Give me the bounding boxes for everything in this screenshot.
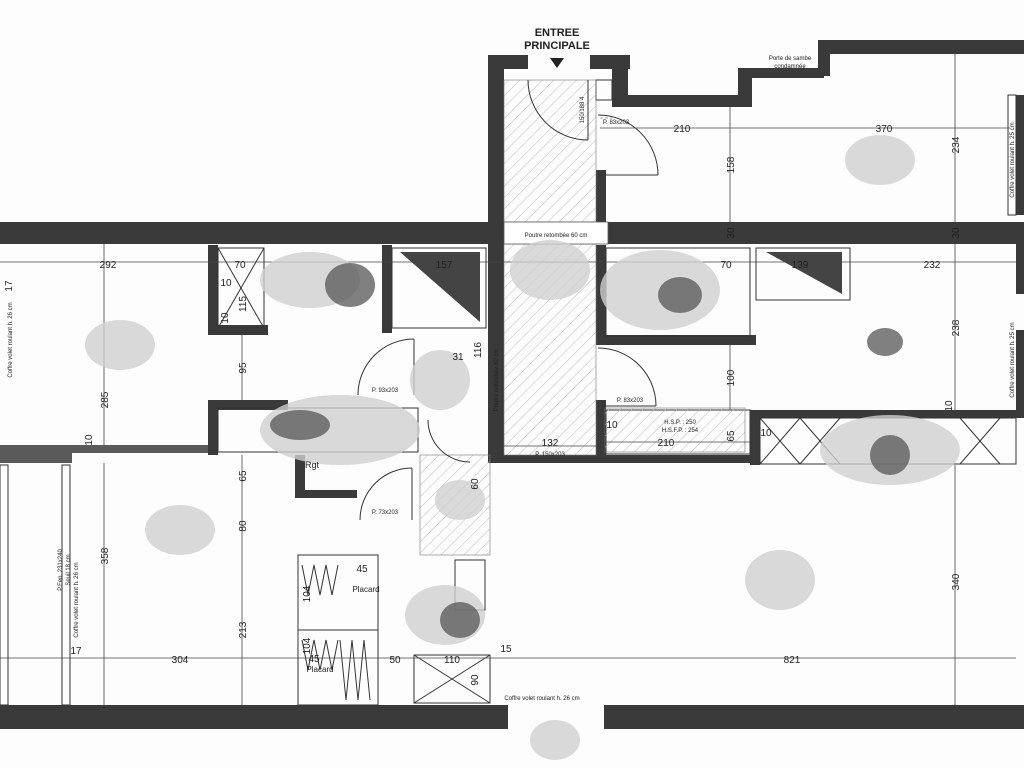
note-porte-sambe-2: condamnée [774, 64, 806, 70]
dim-116: 116 [473, 342, 484, 358]
note-coffre-right2: Coffre volet roulant h. 25 cm [1010, 322, 1016, 397]
dim-110: 110 [444, 655, 460, 666]
dim-17-a: 17 [4, 280, 15, 292]
note-seuil: Seuil 18 cm [66, 554, 72, 585]
door-label-d3: P. 83x203 [617, 398, 644, 404]
note-coffre-bottom: Coffre volet roulant h. 26 cm [504, 696, 579, 702]
dim-17-b: 17 [70, 646, 82, 657]
dim-232: 232 [924, 260, 941, 271]
note-poutre-top: Poutre retombée 60 cm [525, 233, 588, 239]
note-hsp-1: H.S.P. : 250 [664, 420, 696, 426]
entrance-arrow [550, 58, 564, 68]
dim-234: 234 [951, 136, 962, 153]
dim-70-left: 70 [234, 260, 246, 271]
dim-60: 60 [470, 478, 481, 490]
note-p-fen: P.Fen. 231x240 [58, 549, 64, 591]
note-coffre-left1: Coffre volet roulant h. 26 cm [8, 302, 14, 377]
note-hsp-2: H.S.F.P. : 254 [662, 428, 699, 434]
dim-358: 358 [100, 547, 111, 564]
dim-30-b: 30 [951, 227, 962, 239]
dim-10-e: 10 [760, 428, 772, 439]
dim-158: 158 [726, 156, 737, 173]
note-placard-2: Placard [306, 665, 333, 674]
door-label-d6: 150/188 4 [580, 96, 586, 123]
entrance-line1: ENTREE [535, 27, 580, 39]
dim-10-a: 10 [220, 278, 232, 289]
dim-100: 100 [726, 369, 737, 386]
dim-139: 139 [792, 260, 809, 271]
note-coffre-left2: Coffre volet roulant h. 26 cm [74, 562, 80, 637]
dim-10-c: 10 [84, 434, 95, 446]
dim-292: 292 [100, 260, 117, 271]
dim-304: 304 [172, 655, 189, 666]
note-coffre-right1: Coffre volet roulant h. 25 cm [1010, 122, 1016, 197]
dim-238: 238 [951, 319, 962, 336]
dim-285: 285 [100, 391, 111, 408]
redaction-blobs [85, 135, 960, 760]
dim-10-d: 10 [606, 420, 618, 431]
dim-15: 15 [500, 644, 512, 655]
dim-65-b: 65 [238, 470, 249, 482]
closet-hangers [301, 564, 371, 701]
dim-10-f: 10 [944, 400, 955, 412]
dim-210-top: 210 [674, 124, 691, 135]
dim-370: 370 [876, 124, 893, 135]
note-porte-sambe: Porte de sambe [769, 56, 812, 62]
walls [0, 40, 1024, 729]
door-label-d5: P. 150x203 [535, 452, 565, 458]
dim-104-b: 104 [302, 637, 313, 654]
door-label-d1: P. 83x203 [603, 120, 630, 126]
dim-90: 90 [470, 674, 481, 686]
door-label-d4: P. 73x203 [372, 510, 399, 516]
dimension-lines [0, 54, 1016, 705]
dim-31: 31 [452, 352, 464, 363]
note-placard-1: Placard [352, 585, 379, 594]
dim-95: 95 [238, 362, 249, 374]
dim-104-a: 104 [302, 585, 313, 602]
note-poutre-vertical: Poutre retombée 60 cm [494, 349, 500, 412]
dim-65-a: 65 [726, 430, 737, 442]
dim-45-b: 45 [308, 654, 320, 665]
dim-70-right: 70 [720, 260, 732, 271]
dim-210-mid: 210 [658, 438, 675, 449]
dim-340: 340 [951, 573, 962, 590]
dim-115: 115 [238, 296, 249, 312]
door-label-d2: P. 93x203 [372, 388, 399, 394]
dim-213: 213 [238, 621, 249, 638]
dim-821: 821 [784, 655, 801, 666]
dim-132: 132 [542, 438, 559, 449]
dim-30-a: 30 [726, 227, 737, 239]
labels: ENTREE PRINCIPALE Porte de sambe condamn… [4, 27, 1016, 702]
entrance-line2: PRINCIPALE [524, 40, 590, 52]
dim-45-a: 45 [356, 564, 368, 575]
dim-50: 50 [389, 655, 401, 666]
dim-157: 157 [436, 260, 453, 271]
dim-10-b: 10 [220, 312, 231, 324]
note-rgt: Rgt [305, 460, 320, 470]
dim-80: 80 [238, 520, 249, 532]
